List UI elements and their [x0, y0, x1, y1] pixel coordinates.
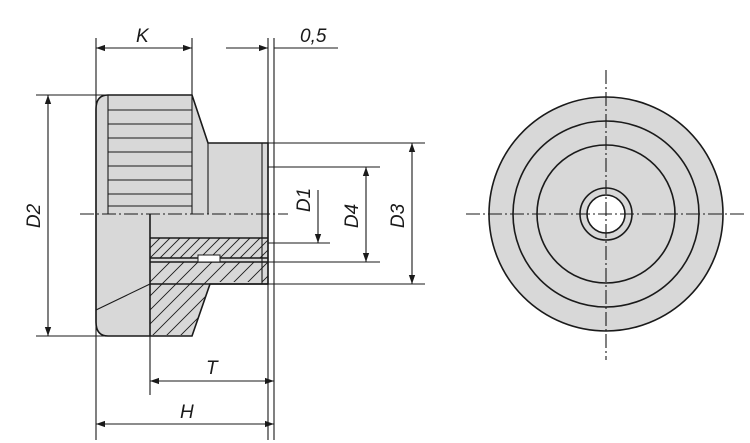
label-k: K	[136, 26, 150, 47]
label-d4: D4	[342, 204, 363, 228]
label-h: H	[180, 402, 194, 423]
label-d2: D2	[24, 203, 45, 228]
label-d1: D1	[294, 188, 315, 212]
label-t: T	[206, 358, 219, 379]
knurl-pattern	[107, 95, 193, 214]
cone-line	[95, 283, 151, 311]
label-d3: D3	[388, 203, 409, 228]
label-offset: 0,5	[300, 26, 327, 47]
knob-body-outline	[95, 94, 269, 337]
side-view: K 0,5 D2 D1 D4 D3 T H	[24, 26, 425, 440]
front-view	[466, 70, 746, 360]
bore-notch	[197, 254, 221, 263]
